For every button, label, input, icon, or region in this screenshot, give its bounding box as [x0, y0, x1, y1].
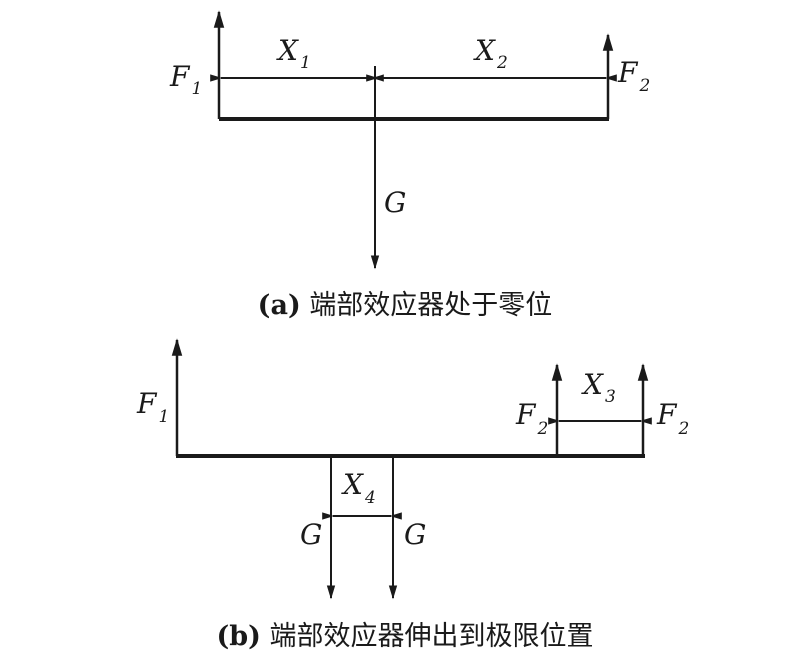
panel-a: [210, 10, 617, 270]
panel-b: [171, 338, 652, 600]
label-g: G: [384, 186, 406, 219]
caption-a: (a) 端部效应器处于零位: [258, 290, 553, 321]
caption-b: (b) 端部效应器伸出到极限位置: [216, 621, 593, 652]
label-g-right: G: [404, 518, 426, 551]
label-g-left: G: [300, 518, 322, 551]
